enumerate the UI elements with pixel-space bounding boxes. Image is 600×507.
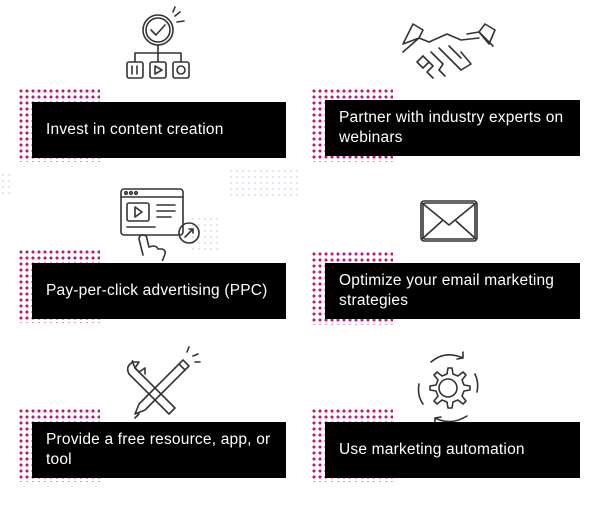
tactic-free-resource: Provide a free resource, app, or tool — [0, 338, 300, 507]
tactic-email: Optimize your email marketing strategies — [300, 169, 600, 338]
background-dots — [228, 168, 300, 198]
tactic-card: Pay-per-click advertising (PPC) — [32, 263, 286, 319]
tactic-card: Provide a free resource, app, or tool — [32, 422, 286, 478]
background-dots — [190, 216, 220, 252]
tactic-card: Use marketing automation — [325, 422, 580, 478]
tools-icon — [103, 344, 213, 430]
content-flowchart-icon — [103, 6, 213, 92]
ppc-click-icon — [103, 175, 213, 263]
handshake-icon — [393, 6, 503, 92]
tactic-webinars: Partner with industry experts on webinar… — [300, 0, 600, 169]
tactic-ppc: Pay-per-click advertising (PPC) — [0, 169, 300, 338]
tactic-automation: Use marketing automation — [300, 338, 600, 507]
gear-automation-icon — [393, 344, 503, 430]
tactic-card: Optimize your email marketing strategies — [325, 263, 580, 319]
tactic-label: Invest in content creation — [46, 121, 224, 138]
tactic-label: Optimize your email marketing strategies — [339, 272, 555, 309]
tactic-label: Pay-per-click advertising (PPC) — [46, 282, 268, 299]
tactic-card: Invest in content creation — [32, 102, 286, 158]
tactic-label: Provide a free resource, app, or tool — [46, 431, 271, 468]
envelope-icon — [393, 175, 503, 261]
tactic-label: Use marketing automation — [339, 441, 525, 458]
tactic-label: Partner with industry experts on webinar… — [339, 109, 564, 146]
background-dots — [0, 172, 14, 196]
tactic-content-creation: Invest in content creation — [0, 0, 300, 169]
tactic-card: Partner with industry experts on webinar… — [325, 100, 580, 156]
